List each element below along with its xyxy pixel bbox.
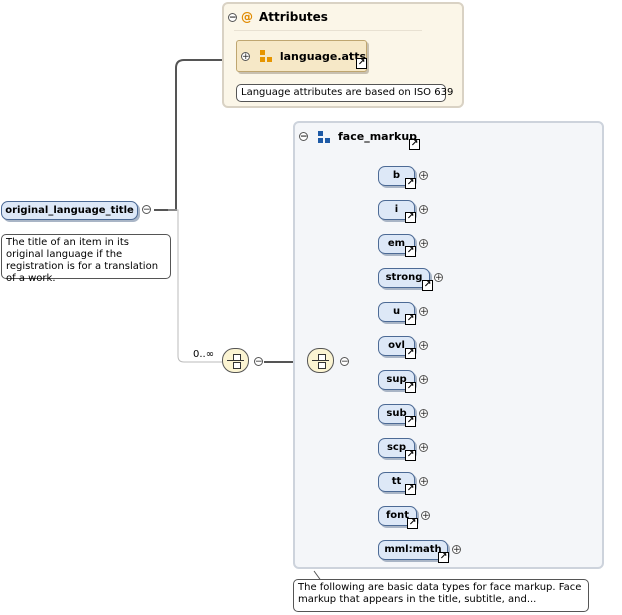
element-sub-reference-arrow-icon[interactable]: ↗ bbox=[405, 416, 416, 427]
element-mml-math-reference-arrow-icon[interactable]: ↗ bbox=[438, 552, 449, 563]
element-em-reference-arrow-icon[interactable]: ↗ bbox=[405, 246, 416, 257]
root-element[interactable]: original_language_title bbox=[1, 201, 138, 220]
attribute-group-label: language.atts bbox=[279, 49, 366, 63]
face-markup-title: face_markup bbox=[338, 130, 418, 143]
attribute-group-ref[interactable]: + language.atts bbox=[236, 40, 367, 72]
attribute-group-icon bbox=[260, 50, 272, 62]
expand-element-mml-math-icon[interactable]: + bbox=[452, 545, 461, 555]
collapse-inner-sequence-icon[interactable]: − bbox=[340, 357, 349, 367]
occurrence-label: 0..∞ bbox=[193, 349, 215, 360]
element-tt-reference-arrow-icon[interactable]: ↗ bbox=[405, 484, 416, 495]
expand-element-font-icon[interactable]: + bbox=[421, 511, 430, 521]
element-sup-reference-arrow-icon[interactable]: ↗ bbox=[405, 382, 416, 393]
attributes-annotation: Language attributes are based on ISO 639 bbox=[236, 84, 453, 102]
attributes-header: − @ Attributes bbox=[228, 10, 328, 24]
element-i-reference-arrow-icon[interactable]: ↗ bbox=[405, 212, 416, 223]
sequence-compositor-icon[interactable] bbox=[222, 348, 249, 373]
at-icon: @ bbox=[241, 10, 253, 24]
element-scp-reference-arrow-icon[interactable]: ↗ bbox=[405, 450, 416, 461]
expand-element-u-icon[interactable]: + bbox=[419, 307, 428, 317]
expand-element-ovl-icon[interactable]: + bbox=[419, 341, 428, 351]
expand-element-sup-icon[interactable]: + bbox=[419, 375, 428, 385]
expand-element-b-icon[interactable]: + bbox=[419, 171, 428, 181]
sequence-compositor-inner-icon[interactable] bbox=[307, 348, 334, 373]
face-markup-annotation: The following are basic data types for f… bbox=[293, 579, 589, 612]
element-ovl-reference-arrow-icon[interactable]: ↗ bbox=[405, 348, 416, 359]
element-strong-reference-arrow-icon[interactable]: ↗ bbox=[422, 280, 433, 291]
element-u-reference-arrow-icon[interactable]: ↗ bbox=[405, 314, 416, 325]
attributes-title: Attributes bbox=[259, 10, 328, 24]
expand-element-strong-icon[interactable]: + bbox=[434, 273, 443, 283]
group-icon bbox=[318, 130, 330, 143]
expand-element-i-icon[interactable]: + bbox=[419, 205, 428, 215]
collapse-sequence-icon[interactable]: − bbox=[254, 357, 263, 367]
expand-element-scp-icon[interactable]: + bbox=[419, 443, 428, 453]
expand-element-tt-icon[interactable]: + bbox=[419, 477, 428, 487]
element-mml-math[interactable]: mml:math bbox=[378, 540, 448, 560]
element-strong[interactable]: strong bbox=[378, 268, 430, 288]
face-markup-reference-arrow-icon[interactable]: ↗ bbox=[409, 139, 420, 150]
face-markup-header: − face_markup bbox=[299, 130, 417, 143]
collapse-face-markup-icon[interactable]: − bbox=[299, 132, 308, 142]
element-b-reference-arrow-icon[interactable]: ↗ bbox=[405, 178, 416, 189]
expand-attribute-group-icon[interactable]: + bbox=[241, 51, 250, 62]
root-annotation: The title of an item in its original lan… bbox=[1, 234, 171, 284]
element-font-reference-arrow-icon[interactable]: ↗ bbox=[407, 518, 418, 529]
expand-element-sub-icon[interactable]: + bbox=[419, 409, 428, 419]
reference-arrow-icon[interactable]: ↗ bbox=[356, 58, 367, 69]
face-markup-group-box: − face_markup bbox=[293, 121, 604, 569]
collapse-attributes-icon[interactable]: − bbox=[228, 12, 237, 23]
divider bbox=[234, 30, 422, 31]
expand-element-em-icon[interactable]: + bbox=[419, 239, 428, 249]
collapse-root-icon[interactable]: − bbox=[142, 205, 151, 215]
